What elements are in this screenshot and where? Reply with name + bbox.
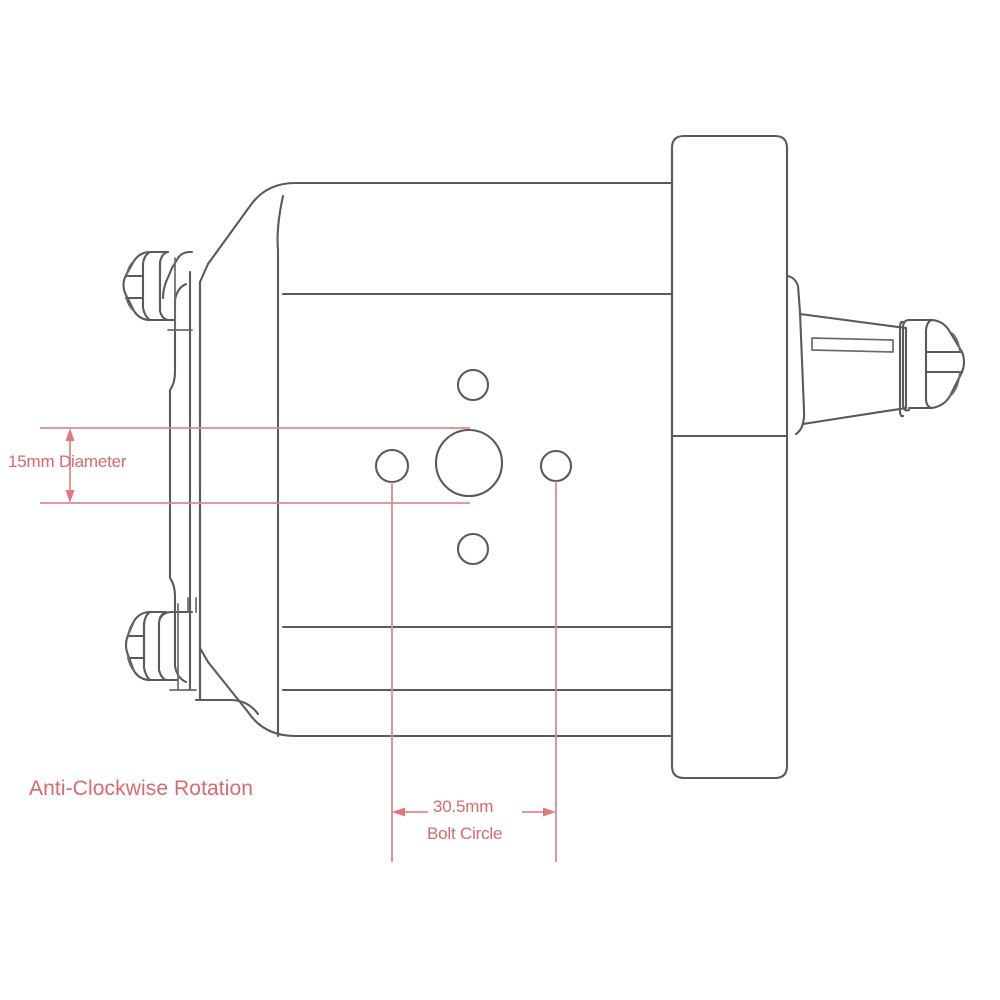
rotation-direction-label: Anti-Clockwise Rotation — [29, 777, 254, 800]
mounting-bolt-upper — [122, 250, 194, 331]
dimension-label-bolt-circle-value: 30.5mm — [433, 797, 494, 816]
mounting-flange-block — [670, 134, 789, 780]
bolt-hole-left — [374, 448, 410, 484]
bolt-hole-right — [539, 449, 573, 483]
dimension-label-bolt-circle-name: Bolt Circle — [427, 824, 503, 843]
mounting-bolt-lower — [124, 597, 197, 691]
pump-body — [168, 181, 674, 738]
bolt-hole-top — [456, 368, 490, 402]
dimension-15mm-diameter — [40, 427, 470, 504]
center-bore — [434, 428, 504, 498]
shaft-hex-nut — [898, 318, 966, 418]
tapered-drive-shaft — [785, 274, 908, 436]
bolt-hole-bottom — [456, 532, 490, 566]
face-hole-pattern — [374, 368, 573, 566]
dimension-30-5mm-bolt-circle — [391, 481, 557, 862]
dimension-label-15mm-diameter: 15mm Diameter — [8, 452, 127, 471]
